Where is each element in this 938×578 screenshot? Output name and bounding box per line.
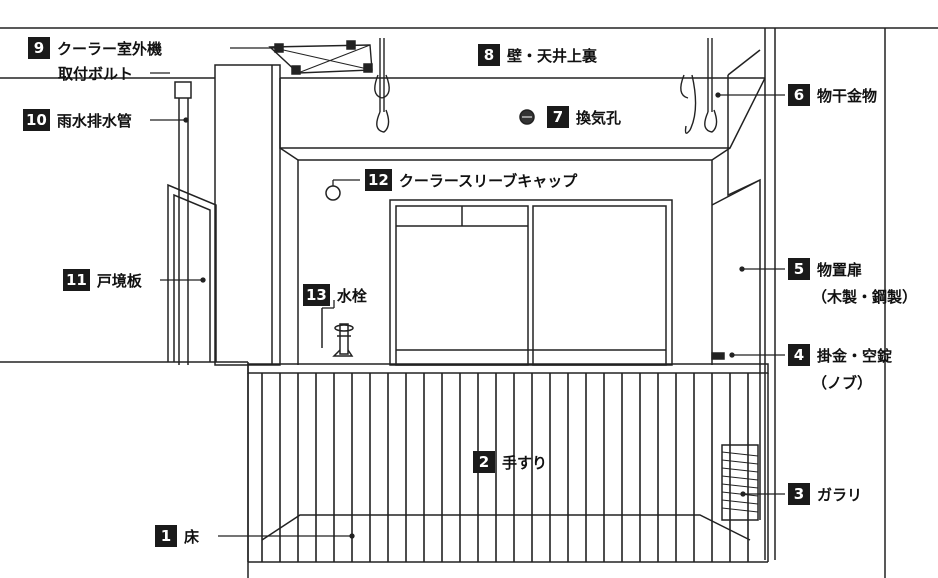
label-partition-number: 11 [63, 269, 90, 291]
storage-top-edge [727, 49, 761, 76]
label-cooler-bolt-number: 9 [28, 37, 50, 59]
storage-upper-panel [727, 75, 761, 197]
label-vent-number: 7 [547, 106, 569, 128]
window-sash-left [395, 205, 529, 366]
latch-knob [711, 352, 725, 360]
label-cooler-bolt: 9 クーラー室外機 [28, 36, 162, 60]
leader-lines [150, 47, 785, 539]
label-latch: 4 掛金・空錠 [788, 343, 892, 367]
label-partition-text: 戸境板 [96, 271, 142, 290]
label-partition: 11 戸境板 [63, 268, 142, 292]
partition-board-inner [173, 193, 211, 362]
sleeve-cap [325, 185, 341, 201]
label-storage-door-text: 物置扉 [817, 260, 863, 279]
label-latch-number: 4 [788, 344, 810, 366]
label-storage-door-sub: （木製・鋼製） [812, 288, 918, 306]
label-floor-number: 1 [155, 525, 177, 547]
floor-outline [261, 514, 751, 541]
drying-hanger-left [374, 38, 390, 133]
label-storage-door-number: 5 [788, 258, 810, 280]
label-latch-sub: （ノブ） [812, 374, 873, 392]
label-floor: 1 床 [155, 524, 199, 548]
label-louver: 3 ガラリ [788, 482, 862, 506]
window-sash-right [532, 205, 667, 366]
label-louver-text: ガラリ [817, 485, 863, 504]
label-cooler-bolt-text: クーラー室外機 [57, 39, 163, 58]
label-vent: 7 換気孔 [547, 105, 621, 129]
faucet [321, 308, 354, 357]
label-vent-text: 換気孔 [576, 108, 622, 127]
label-drying-hanger: 6 物干金物 [788, 83, 877, 107]
beam-corner-left [279, 147, 299, 161]
label-drain-pipe-text: 雨水排水管 [56, 111, 132, 130]
label-faucet: 13 水栓 [303, 283, 367, 307]
label-faucet-text: 水栓 [336, 286, 367, 305]
label-drain-pipe: 10 雨水排水管 [23, 108, 132, 132]
label-faucet-number: 13 [303, 284, 330, 306]
label-wall-ceiling-number: 8 [478, 44, 500, 66]
drying-hanger-right [680, 38, 718, 134]
label-sleeve-cap: 12 クーラースリーブキャップ [365, 168, 577, 192]
label-storage-door: 5 物置扉 [788, 257, 862, 281]
left-column [214, 64, 281, 366]
cooler-bolts [268, 40, 373, 75]
partition-board [167, 183, 217, 362]
label-handrail-text: 手すり [502, 453, 548, 472]
label-handrail-number: 2 [473, 451, 495, 473]
label-handrail: 2 手すり [473, 450, 547, 474]
label-sleeve-cap-number: 12 [365, 169, 392, 191]
label-drying-hanger-number: 6 [788, 84, 810, 106]
louver [721, 444, 759, 521]
label-wall-ceiling-text: 壁・天井上裏 [507, 46, 598, 65]
handrail-balusters [261, 373, 749, 562]
label-latch-text: 掛金・空錠 [817, 346, 893, 365]
storage-door-frame [711, 178, 761, 520]
drain-pipe-head [174, 81, 192, 99]
label-drying-hanger-text: 物干金物 [817, 86, 878, 105]
louver-slats [721, 451, 759, 513]
label-louver-number: 3 [788, 483, 810, 505]
beam-corner-right [711, 147, 731, 161]
label-drain-pipe-number: 10 [23, 109, 50, 131]
label-sleeve-cap-text: クーラースリーブキャップ [398, 171, 578, 190]
window-frame [389, 199, 673, 366]
label-cooler-bolt-sub: 取付ボルト [58, 65, 134, 83]
label-floor-text: 床 [184, 527, 200, 546]
label-wall-ceiling: 8 壁・天井上裏 [478, 43, 597, 67]
